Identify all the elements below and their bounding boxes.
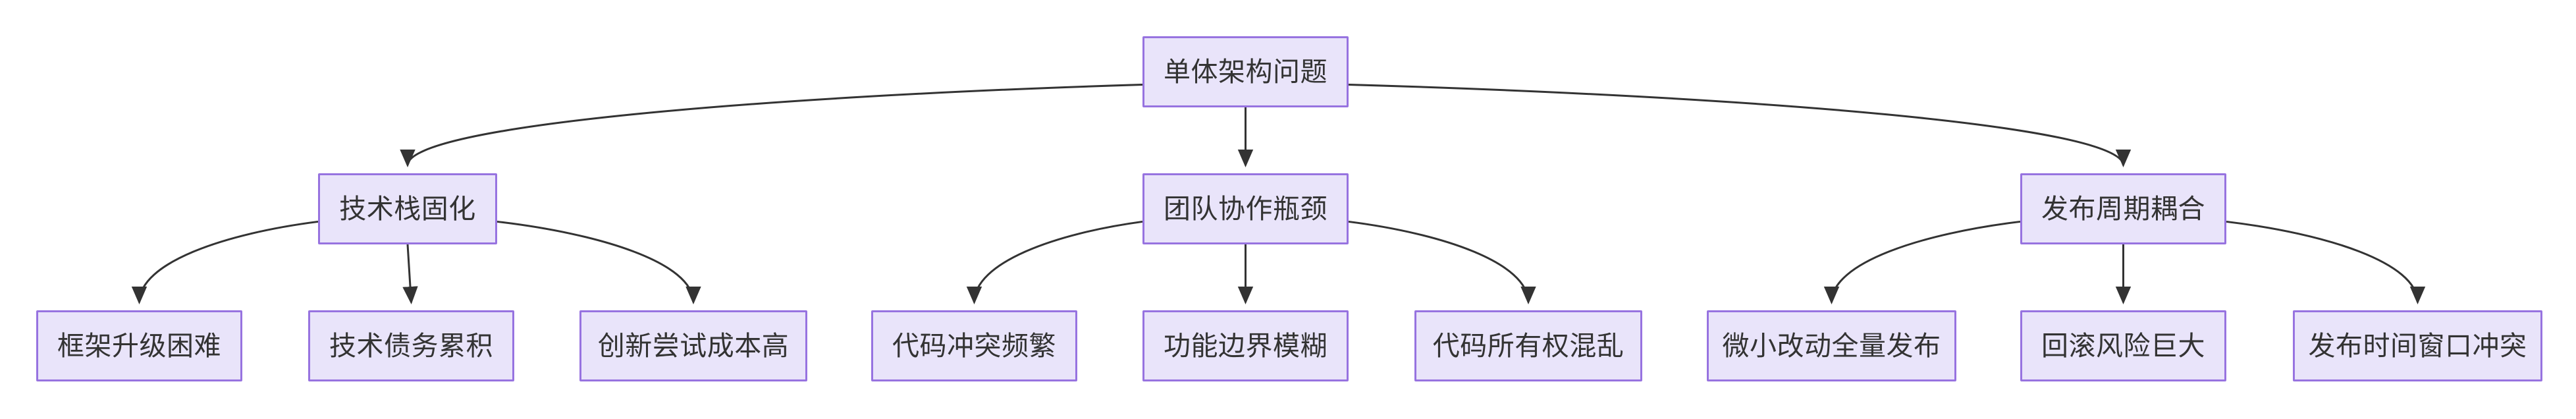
edge-root-to-branch3	[1348, 83, 2131, 167]
node-leaf8[interactable]: 回滚风险巨大	[2020, 310, 2226, 381]
node-label: 技术栈固化	[339, 193, 476, 224]
node-branch1[interactable]: 技术栈固化	[318, 173, 497, 244]
node-label: 微小改动全量发布	[1722, 330, 1941, 361]
node-label: 团队协作瓶颈	[1164, 193, 1328, 224]
node-label: 回滚风险巨大	[2041, 330, 2205, 361]
node-branch2[interactable]: 团队协作瓶颈	[1142, 173, 1349, 244]
node-label: 单体架构问题	[1164, 56, 1328, 87]
node-leaf1[interactable]: 框架升级困难	[36, 310, 242, 381]
node-leaf2[interactable]: 技术债务累积	[308, 310, 514, 381]
node-label: 代码冲突频繁	[892, 330, 1056, 361]
edge-branch3-to-leaf9	[2226, 220, 2426, 304]
edge-branch1-to-leaf3	[496, 220, 701, 304]
node-label: 功能边界模糊	[1164, 330, 1328, 361]
node-leaf6[interactable]: 代码所有权混乱	[1414, 310, 1642, 381]
node-label: 创新尝试成本高	[597, 330, 790, 361]
node-root[interactable]: 单体架构问题	[1142, 36, 1349, 107]
edge-branch2-to-leaf6	[1348, 220, 1536, 304]
node-label: 代码所有权混乱	[1432, 330, 1624, 361]
node-leaf4[interactable]: 代码冲突频繁	[871, 310, 1077, 381]
edge-branch1-to-leaf2	[402, 244, 418, 304]
edge-branch2-to-leaf4	[966, 220, 1143, 304]
node-label: 发布时间窗口冲突	[2308, 330, 2527, 361]
node-label: 发布周期耦合	[2041, 193, 2205, 224]
node-leaf3[interactable]: 创新尝试成本高	[579, 310, 807, 381]
node-label: 技术债务累积	[329, 330, 493, 361]
edge-branch1-to-leaf1	[131, 220, 319, 304]
node-leaf5[interactable]: 功能边界模糊	[1142, 310, 1349, 381]
node-leaf9[interactable]: 发布时间窗口冲突	[2293, 310, 2542, 381]
node-leaf7[interactable]: 微小改动全量发布	[1707, 310, 1956, 381]
node-label: 框架升级困难	[57, 330, 221, 361]
edge-branch3-to-leaf7	[1823, 220, 2021, 304]
edge-root-to-branch1	[400, 83, 1143, 167]
node-branch3[interactable]: 发布周期耦合	[2020, 173, 2226, 244]
